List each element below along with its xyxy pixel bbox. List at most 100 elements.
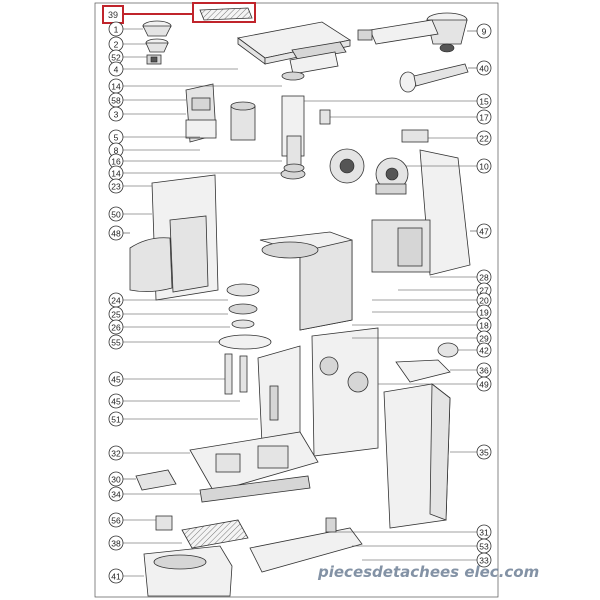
callout-42[interactable]: 42: [476, 342, 492, 358]
callout-14[interactable]: 14: [108, 78, 124, 94]
front-panel-slot: [269, 385, 279, 421]
drip-grille-top: [199, 7, 253, 21]
callout-number: 29: [479, 334, 489, 344]
watermark-text: piecesdetachees elec.com: [317, 563, 539, 581]
drip-tray-part: [143, 545, 233, 597]
callout-number: 1: [114, 25, 119, 35]
tube-parts: [218, 334, 272, 395]
callout-number: 53: [479, 542, 489, 552]
callout-45[interactable]: 45: [108, 393, 124, 409]
callout-40[interactable]: 40: [476, 60, 492, 76]
callout-circle: [476, 93, 492, 109]
callout-number: 41: [111, 572, 121, 582]
callout-15[interactable]: 15: [476, 93, 492, 109]
callout-35[interactable]: 35: [476, 444, 492, 460]
callout-36[interactable]: 36: [476, 362, 492, 378]
pump-assembly-part: [329, 148, 409, 195]
callout-4[interactable]: 4: [108, 61, 124, 77]
callout-number: 9: [482, 27, 487, 37]
callout-circle: [108, 61, 124, 77]
callout-34[interactable]: 34: [108, 486, 124, 502]
callout-circle: [108, 411, 124, 427]
callout-circle: [108, 225, 124, 241]
drip-grille-bottom: [181, 519, 249, 549]
foot-part: [155, 515, 173, 531]
callout-51[interactable]: 51: [108, 411, 124, 427]
ring-25: [228, 303, 258, 315]
callout-number: 42: [479, 346, 489, 356]
callout-number: 20: [479, 296, 489, 306]
knob-part: [437, 342, 459, 358]
callout-circle: [108, 445, 124, 461]
highlight-39[interactable]: 39: [102, 2, 256, 24]
front-cover-part: [129, 237, 173, 292]
rail-34-part: [199, 475, 311, 503]
callout-number: 33: [479, 556, 489, 566]
callout-31[interactable]: 31: [476, 524, 492, 540]
callout-circle: [476, 342, 492, 358]
callout-number: 25: [111, 310, 121, 320]
callout-number: 48: [111, 229, 121, 239]
callout-30[interactable]: 30: [108, 471, 124, 487]
callout-14[interactable]: 14: [108, 165, 124, 181]
callout-25[interactable]: 25: [108, 306, 124, 322]
callout-23[interactable]: 23: [108, 178, 124, 194]
callout-9[interactable]: 9: [476, 23, 492, 39]
callout-41[interactable]: 41: [108, 568, 124, 584]
callout-number: 15: [479, 97, 489, 107]
callout-49[interactable]: 49: [476, 376, 492, 392]
callout-3[interactable]: 3: [108, 106, 124, 122]
callout-53[interactable]: 53: [476, 538, 492, 554]
callout-38[interactable]: 38: [108, 535, 124, 551]
callout-5[interactable]: 5: [108, 129, 124, 145]
callout-number: 30: [111, 475, 121, 485]
callout-number: 52: [111, 53, 121, 63]
chassis-part: [259, 219, 431, 331]
callout-number: 28: [479, 273, 489, 283]
callout-circle: [108, 21, 124, 37]
callout-number: 14: [111, 82, 121, 92]
callout-22[interactable]: 22: [476, 130, 492, 146]
spring-31-part: [325, 517, 337, 533]
filter-baskets-part: [142, 20, 172, 65]
callout-56[interactable]: 56: [108, 512, 124, 528]
callout-10[interactable]: 10: [476, 158, 492, 174]
callout-18[interactable]: 18: [476, 317, 492, 333]
callout-32[interactable]: 32: [108, 445, 124, 461]
callout-circle: [476, 23, 492, 39]
base-tray-part: [189, 431, 319, 493]
callout-48[interactable]: 48: [108, 225, 124, 241]
tamper-spoon-part: [399, 63, 469, 93]
callout-number: 51: [111, 415, 121, 425]
callout-17[interactable]: 17: [476, 109, 492, 125]
callout-number: 56: [111, 516, 121, 526]
callout-circle: [108, 319, 124, 335]
callout-number: 36: [479, 366, 489, 376]
callout-24[interactable]: 24: [108, 292, 124, 308]
connector-part: [401, 129, 429, 143]
callout-circle: [476, 158, 492, 174]
callout-number: 27: [479, 286, 489, 296]
callout-55[interactable]: 55: [108, 334, 124, 350]
callout-circle: [108, 371, 124, 387]
plate-30-part: [135, 469, 177, 491]
callout-58[interactable]: 58: [108, 92, 124, 108]
callout-2[interactable]: 2: [108, 36, 124, 52]
callout-number: 31: [479, 528, 489, 538]
callout-45[interactable]: 45: [108, 371, 124, 387]
callout-circle: [108, 512, 124, 528]
callout-47[interactable]: 47: [476, 223, 492, 239]
callout-number: 22: [479, 134, 489, 144]
callout-19[interactable]: 19: [476, 304, 492, 320]
callout-33[interactable]: 33: [476, 552, 492, 568]
callout-50[interactable]: 50: [108, 206, 124, 222]
callout-26[interactable]: 26: [108, 319, 124, 335]
ring-26: [231, 319, 255, 329]
callout-number: 45: [111, 397, 121, 407]
callout-circle: [108, 535, 124, 551]
cap-part: [395, 359, 451, 383]
callout-28[interactable]: 28: [476, 269, 492, 285]
callout-1[interactable]: 1: [108, 21, 124, 37]
callout-number: 10: [479, 162, 489, 172]
